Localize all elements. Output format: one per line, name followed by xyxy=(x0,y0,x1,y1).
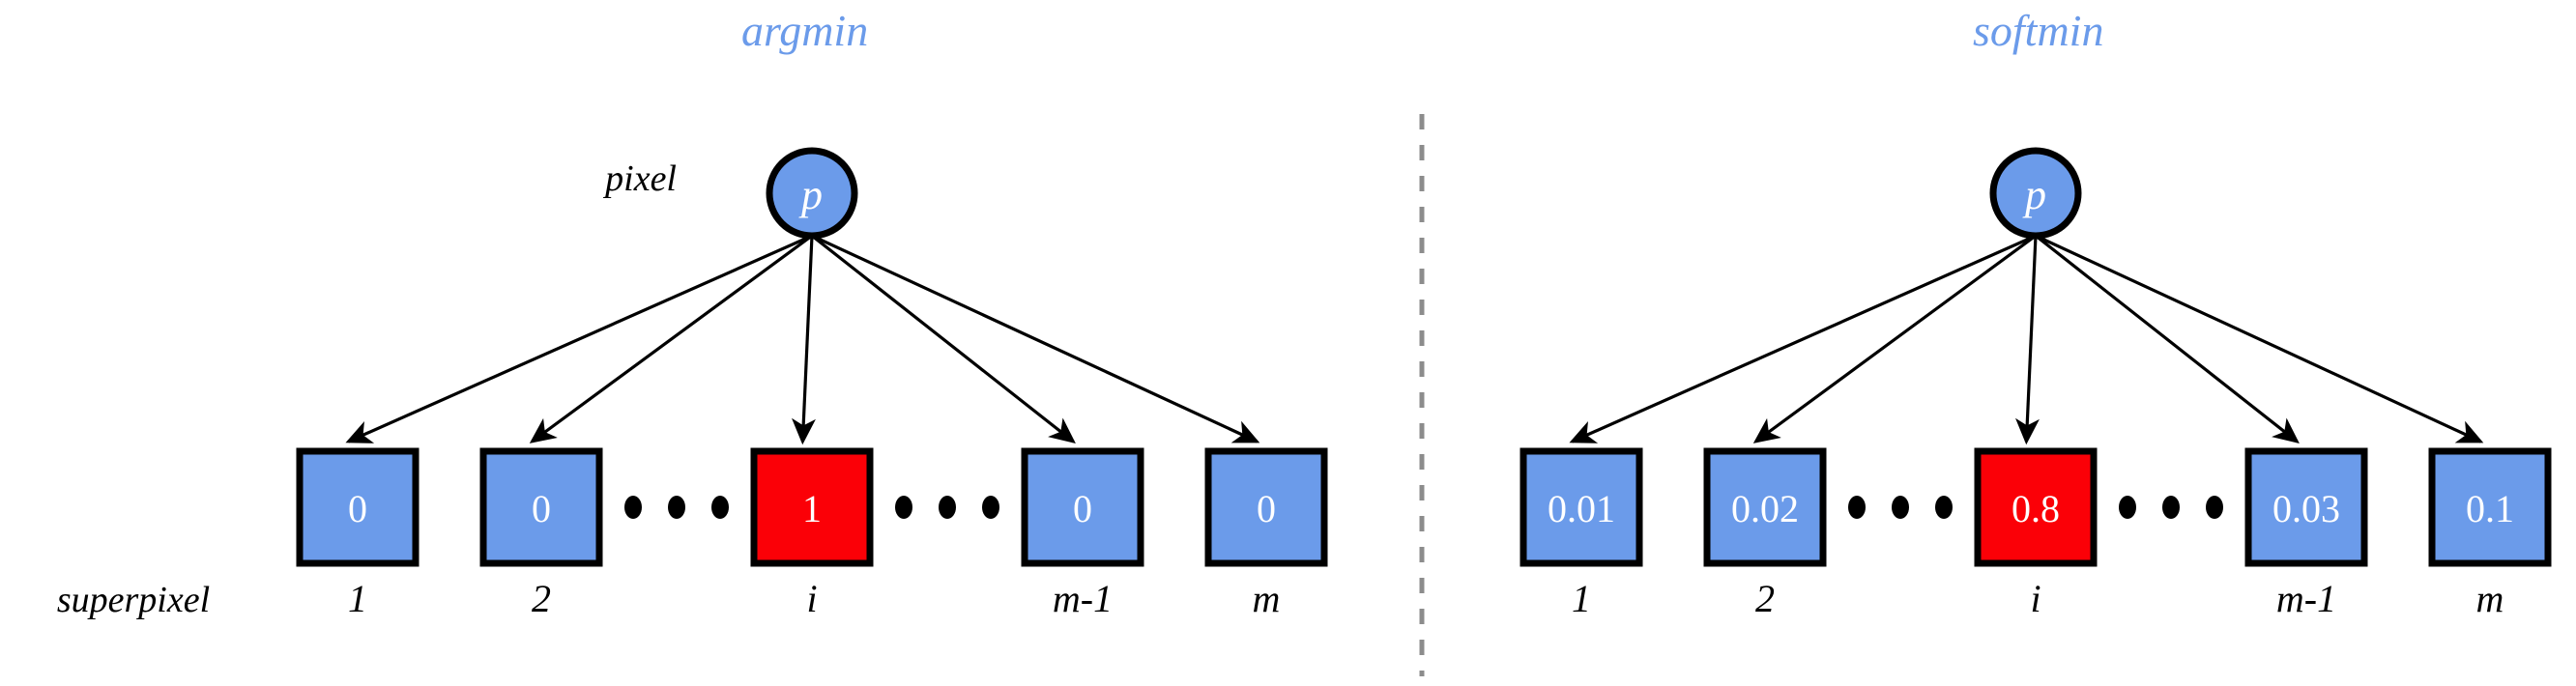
cell-box-softmin-3[interactable] xyxy=(2244,447,2368,567)
cell-box-argmin-3[interactable] xyxy=(1021,447,1144,567)
edge-softmin-2 xyxy=(2014,235,2040,445)
cell-index-softmin-3: m-1 xyxy=(2276,577,2336,620)
cell-value-softmin-2: 0.8 xyxy=(2012,487,2060,530)
cell-index-softmin-2: i xyxy=(2030,577,2041,620)
cell-index-argmin-1: 2 xyxy=(532,577,551,620)
cell-box-softmin-2[interactable] xyxy=(1974,447,2098,567)
ellipsis-dot-argmin-3 xyxy=(895,496,912,519)
cell-box-argmin-4[interactable] xyxy=(1204,447,1328,567)
cell-index-softmin-0: 1 xyxy=(1572,577,1591,620)
panel-argmin: argmin pixel superpixel 0 1 0 2 1 i 0 m-1 0 m p xyxy=(57,6,1328,620)
ellipsis-dot-softmin-0 xyxy=(1848,496,1866,519)
pixel-node-argmin[interactable] xyxy=(766,147,858,240)
edge-argmin-4 xyxy=(811,234,1260,443)
ellipsis-dot-argmin-2 xyxy=(711,496,729,519)
cell-index-argmin-4: m xyxy=(1253,577,1281,620)
ellipsis-dot-argmin-1 xyxy=(668,496,685,519)
cell-box-softmin-4[interactable] xyxy=(2428,447,2552,567)
cell-value-softmin-3: 0.03 xyxy=(2272,487,2340,530)
ellipsis-dot-softmin-3 xyxy=(2119,496,2136,519)
edge-argmin-3 xyxy=(811,234,1076,443)
panel-title-argmin: argmin xyxy=(741,6,868,55)
ellipsis-dot-softmin-1 xyxy=(1892,496,1909,519)
cell-box-argmin-0[interactable] xyxy=(296,447,420,567)
cell-index-softmin-4: m xyxy=(2476,577,2504,620)
edge-softmin-0 xyxy=(1569,234,2037,443)
edge-softmin-1 xyxy=(1752,234,2037,443)
edge-softmin-4 xyxy=(2035,234,2484,443)
cell-box-softmin-0[interactable] xyxy=(1520,447,1643,567)
cell-index-argmin-2: i xyxy=(806,577,817,620)
cell-value-softmin-0: 0.01 xyxy=(1548,487,1615,530)
cell-index-argmin-3: m-1 xyxy=(1053,577,1113,620)
cell-box-argmin-2[interactable] xyxy=(750,447,874,567)
ellipsis-dot-softmin-4 xyxy=(2162,496,2180,519)
ellipsis-dot-softmin-2 xyxy=(1935,496,1953,519)
cell-index-argmin-0: 1 xyxy=(348,577,367,620)
edge-argmin-1 xyxy=(529,234,813,443)
cell-index-softmin-1: 2 xyxy=(1755,577,1775,620)
pixel-label: pixel xyxy=(602,158,677,199)
pixel-node-label-argmin: p xyxy=(798,171,823,218)
ellipsis-dot-argmin-4 xyxy=(939,496,956,519)
panel-title-softmin: softmin xyxy=(1973,6,2103,55)
cell-value-argmin-3: 0 xyxy=(1073,487,1092,530)
pixel-node-label-softmin: p xyxy=(2022,171,2046,218)
superpixel-label: superpixel xyxy=(57,580,210,620)
edge-argmin-2 xyxy=(791,235,816,445)
pixel-node-softmin[interactable] xyxy=(1989,147,2082,240)
ellipsis-dot-argmin-5 xyxy=(982,496,999,519)
cell-value-softmin-4: 0.1 xyxy=(2466,487,2514,530)
edge-softmin-3 xyxy=(2035,234,2300,443)
panel-softmin: softmin 0.01 1 0.02 2 0.8 i 0.03 m-1 0.1 m p xyxy=(1520,6,2552,620)
ellipsis-dot-softmin-5 xyxy=(2206,496,2223,519)
edge-argmin-0 xyxy=(345,234,813,443)
cell-value-argmin-1: 0 xyxy=(532,487,551,530)
cell-value-argmin-2: 1 xyxy=(802,487,822,530)
ellipsis-dot-argmin-0 xyxy=(624,496,642,519)
cell-value-argmin-0: 0 xyxy=(348,487,367,530)
cell-value-argmin-4: 0 xyxy=(1257,487,1276,530)
cell-box-argmin-1[interactable] xyxy=(479,447,603,567)
cell-box-softmin-1[interactable] xyxy=(1703,447,1827,567)
cell-value-softmin-1: 0.02 xyxy=(1731,487,1799,530)
